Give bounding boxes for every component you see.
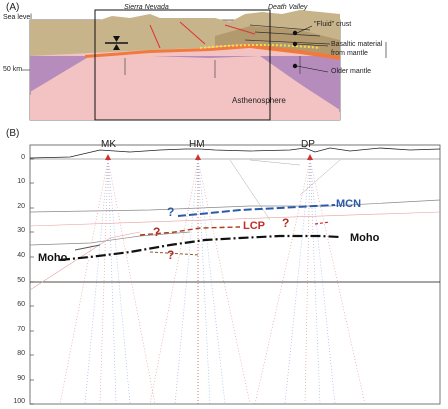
basaltic-layer [85,44,340,60]
ray-fan-hm [149,159,251,405]
mcn-interface [177,204,336,217]
region-death-valley: Death Valley [268,4,308,11]
station-hm-marker [195,154,201,160]
ray-fan-dp [254,159,366,405]
profile-frame [29,144,441,405]
y-tick-100: 100 [13,398,25,405]
focus-box [94,9,271,121]
annotation-lcp: LCP [243,220,265,232]
y-tick-0: 0 [21,154,25,161]
question-mark-red-3: ? [167,248,175,262]
station-label-hm: HM [189,139,205,150]
station-mk-marker [105,154,111,160]
y-tick-70: 70 [17,326,25,333]
annotation-moho-right: Moho [350,232,380,244]
annotation-moho-left: Moho [38,252,68,264]
station-label-dp: DP [301,139,315,150]
depth-50km-label: 50 km [3,66,23,73]
asthenosphere-label: Asthenosphere [232,96,286,105]
station-label-mk: MK [101,139,116,150]
y-tick-30: 30 [17,227,25,234]
ray-fan-mk [59,159,156,405]
lcp-interface [139,226,241,236]
legend-basaltic-1: Basaltic material [331,41,383,48]
y-tick-40: 40 [17,252,25,259]
sea-level-label: Sea level [3,14,32,21]
y-axis-ticks [30,158,34,405]
legend-older-mantle: Older mantle [331,68,372,75]
y-tick-90: 90 [17,375,25,382]
y-tick-50: 50 [17,277,25,284]
panel-a-cross-section [22,9,387,121]
panel-b-label: (B) [6,128,20,139]
legend-fluid-crust: "Fluid" crust [314,21,352,28]
legend-basaltic-2: from mantle [331,50,368,57]
station-dp-marker [307,154,313,160]
question-mark-red-2: ? [282,216,290,230]
y-tick-80: 80 [17,350,25,357]
convergence-arrows-icon [113,36,120,42]
annotation-mcn: MCN [336,198,362,210]
y-tick-60: 60 [17,301,25,308]
crust-layer [30,10,340,60]
question-mark-blue: ? [167,205,175,219]
y-tick-20: 20 [17,203,25,210]
question-mark-red-1: ? [153,225,161,239]
y-tick-10: 10 [17,178,25,185]
panel-a-label: (A) [6,2,20,13]
moho-interface [59,234,341,262]
topography-line [29,147,441,159]
region-sierra-nevada: Sierra Nevada [124,4,169,11]
